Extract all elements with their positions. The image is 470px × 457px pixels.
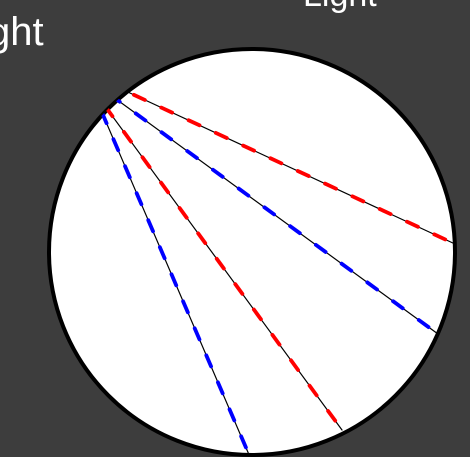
ray-blue-upper-marker bbox=[262, 205, 277, 217]
ray-red-lower-marker bbox=[122, 130, 133, 144]
ray-blue-upper-marker bbox=[133, 111, 148, 123]
ray-red-lower-marker bbox=[233, 282, 245, 296]
ray-blue-upper-marker bbox=[391, 299, 405, 311]
ray-red-upper-marker bbox=[186, 118, 202, 128]
light-label-left: ght bbox=[0, 10, 44, 54]
ray-blue-lower-marker bbox=[134, 191, 144, 207]
ray-red-upper-marker bbox=[432, 232, 448, 242]
ray-red-lower-marker bbox=[177, 206, 189, 220]
ray-red-upper-marker bbox=[295, 169, 311, 178]
ray-red-upper-marker bbox=[213, 131, 229, 140]
ray-blue-upper-marker bbox=[288, 224, 302, 236]
ray-blue-upper-marker bbox=[236, 186, 251, 198]
ray-blue-lower-marker bbox=[181, 299, 190, 315]
ray-blue-upper-marker bbox=[339, 261, 354, 273]
ray-red-upper-marker bbox=[350, 194, 366, 204]
ray-blue-lower-marker bbox=[169, 272, 179, 288]
ray-red-upper-marker bbox=[159, 105, 175, 115]
ray-red-lower-marker bbox=[140, 155, 152, 169]
ray-blue-upper-marker bbox=[313, 242, 328, 254]
ray-red-upper-marker bbox=[323, 181, 338, 191]
ray-blue-lower bbox=[87, 79, 251, 455]
ray-red-lower-marker bbox=[196, 231, 208, 245]
disk-background bbox=[47, 47, 457, 457]
ray-blue-lower-marker bbox=[216, 380, 225, 396]
ray-blue-upper-marker bbox=[211, 167, 225, 179]
light-label-top: Light bbox=[303, 0, 377, 12]
ray-red-lower-marker bbox=[326, 409, 338, 423]
ray-blue-lower-marker bbox=[123, 164, 132, 180]
ray-red-upper bbox=[73, 66, 455, 245]
ray-red-lower-marker bbox=[251, 307, 263, 322]
ray-red-upper-marker bbox=[268, 156, 284, 166]
ray-blue-lower-marker bbox=[157, 245, 167, 261]
ray-red-upper-marker bbox=[104, 80, 120, 90]
ray-blue-lower-marker bbox=[204, 353, 213, 369]
ray-red-lower-marker bbox=[214, 256, 226, 271]
ray-red-upper-marker bbox=[241, 143, 256, 153]
ray-blue-upper-marker bbox=[416, 318, 431, 329]
ray-red-upper-marker bbox=[132, 92, 147, 102]
ray-blue-lower-marker bbox=[192, 326, 202, 342]
ray-blue-upper-marker bbox=[365, 280, 379, 292]
ray-blue-lower-marker bbox=[239, 434, 248, 450]
ray-blue-upper-marker bbox=[159, 130, 174, 142]
ray-red-upper-marker bbox=[405, 219, 420, 229]
ray-red-lower-marker bbox=[159, 180, 171, 195]
ray-red-lower-marker bbox=[289, 358, 300, 372]
ray-red-lower bbox=[82, 75, 343, 431]
ray-red-lower-marker bbox=[307, 383, 319, 398]
ray-blue-lower-marker bbox=[111, 137, 121, 153]
ray-red-lower-marker bbox=[270, 332, 282, 347]
ray-blue-lower-marker bbox=[227, 407, 237, 423]
ray-blue-upper-marker bbox=[185, 149, 199, 160]
ray-blue-lower-marker bbox=[146, 218, 155, 234]
ray-red-upper-marker bbox=[377, 207, 393, 216]
